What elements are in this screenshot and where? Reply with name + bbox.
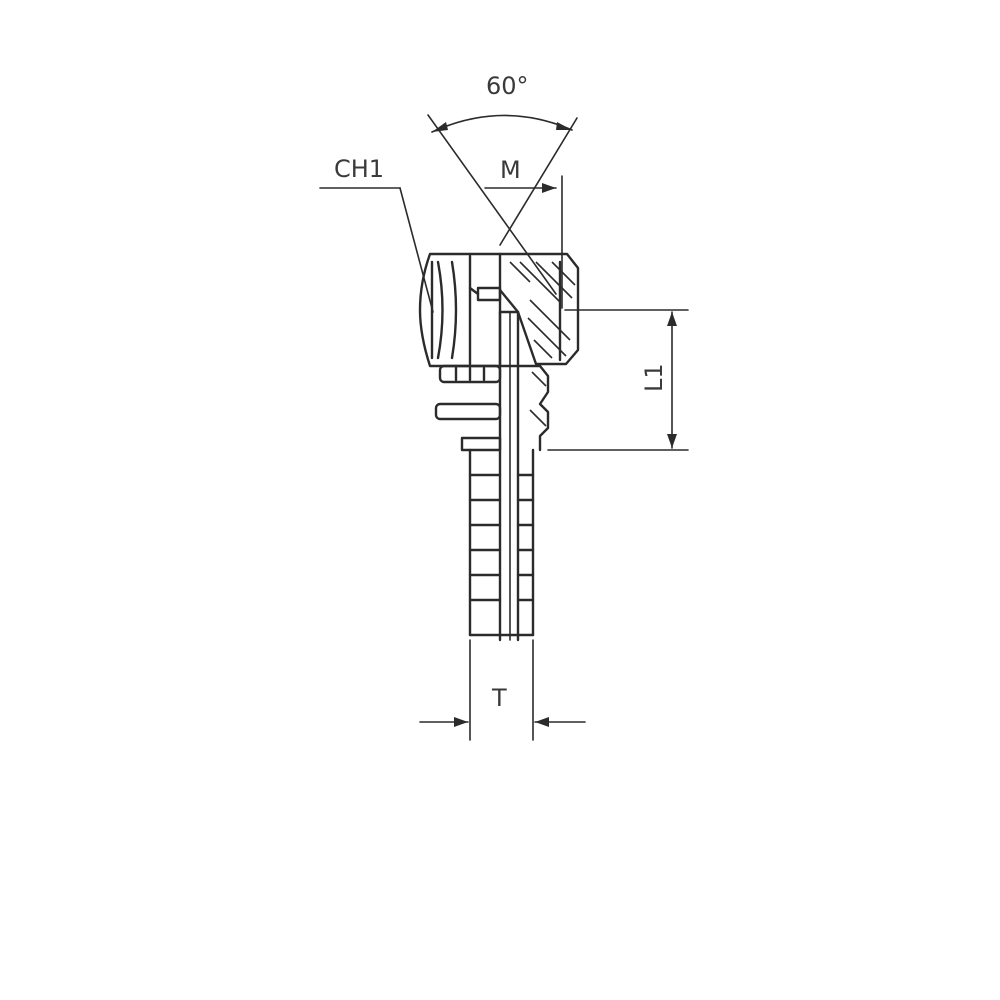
angle-dimension: 60° [427,72,578,295]
ch1-label: CH1 [334,155,384,183]
t-label: T [491,684,507,712]
nut-section [498,252,580,366]
hose-tail [460,436,535,637]
body-bore [498,310,520,642]
ch1-leader: CH1 [319,155,434,313]
l1-dimension: L1 [547,309,689,451]
m-label: M [500,156,521,184]
m-dimension: M [484,156,563,309]
hex-nut [418,252,502,368]
l1-label: L1 [640,363,668,392]
angle-label: 60° [486,72,529,100]
t-dimension: T [419,639,586,741]
